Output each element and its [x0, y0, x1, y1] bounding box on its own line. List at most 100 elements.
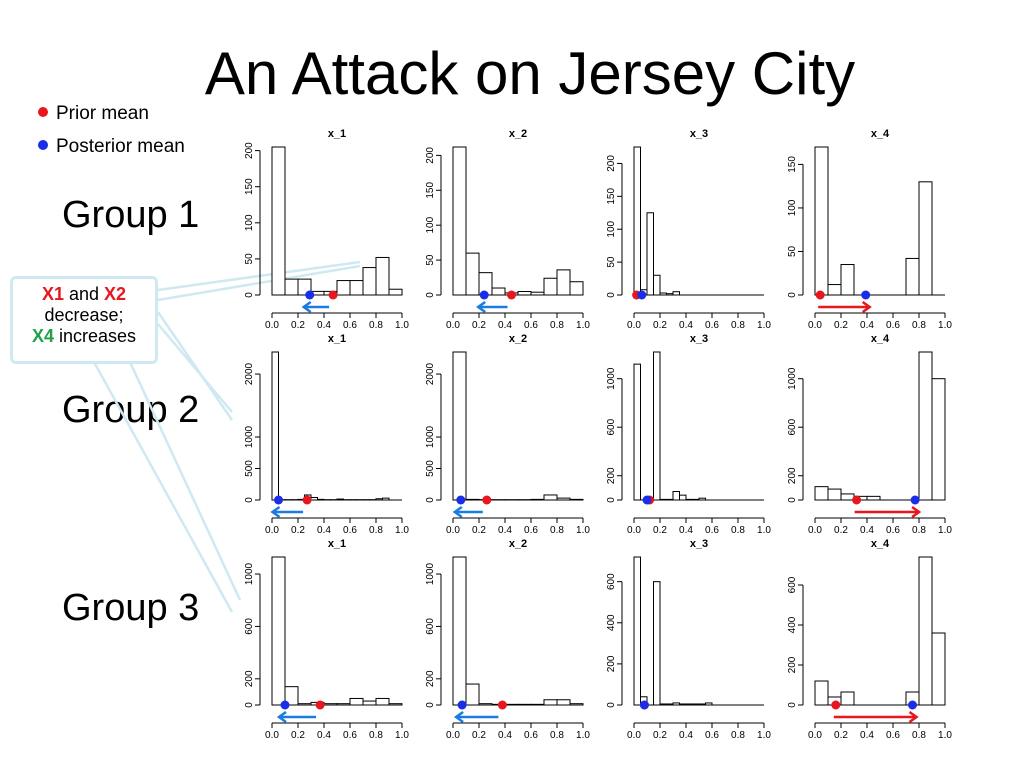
chart-r2-c3-y-tick-label: 200 — [606, 467, 617, 484]
callout-var-x2: X2 — [104, 284, 127, 304]
chart-r1-c3-y-tick-label: 50 — [606, 256, 617, 268]
chart-r2-c4-y-tick-label: 1000 — [787, 367, 798, 390]
chart-r3-c2-y-tick-label: 1000 — [425, 562, 436, 585]
chart-r3-c4-title: x_4 — [871, 538, 890, 550]
chart-r3-c4-y-tick-label: 400 — [787, 616, 798, 633]
chart-r3-c4-x-tick-label: 1.0 — [938, 730, 952, 741]
chart-r1-c4-y-tick-label: 50 — [787, 245, 798, 257]
chart-r1-c3-y-tick-label: 150 — [606, 188, 617, 205]
chart-r2-c2-x-tick-label: 0.4 — [498, 525, 512, 536]
slide-title: An Attack on Jersey City — [204, 40, 856, 107]
chart-r2-c2-prior-mean-dot — [482, 495, 492, 505]
chart-r2-c2-arrow-head — [452, 505, 463, 519]
chart-r3-c4-x-tick-label: 0.2 — [834, 730, 848, 741]
chart-r1-c1-y-tick-label: 200 — [244, 142, 255, 159]
callout-var-x4: X4 — [31, 326, 54, 346]
chart-r3-c1-x-tick-label: 0.2 — [291, 730, 305, 741]
chart-r1-c1-x-tick-label: 0.4 — [317, 320, 331, 331]
chart-r3-c4-y-tick-label: 600 — [787, 576, 798, 593]
chart-r2-c4-bar — [827, 488, 842, 501]
chart-r2-c4-x-tick-label: 0.8 — [912, 525, 926, 536]
chart-r2-c4-bar — [931, 378, 946, 501]
chart-r3-c2-x-tick-label: 0.0 — [446, 730, 460, 741]
chart-r1-c1-y-tick-label: 150 — [244, 178, 255, 195]
group-1-label: Group 1 — [62, 194, 200, 236]
callout-box: X1 and X2 decrease; X4 increases — [10, 276, 158, 364]
chart-r1-c4-arrow-head — [861, 300, 872, 314]
chart-r2-c4-bar — [918, 351, 933, 501]
chart-r1-c3-x-tick-label: 1.0 — [757, 320, 771, 331]
chart-r3-c1-x-tick-label: 0.8 — [369, 730, 383, 741]
chart-r1-c2-x-tick-label: 0.8 — [550, 320, 564, 331]
chart-r1-c3-bar — [646, 212, 654, 296]
chart-r2-c4-prior-mean-dot — [852, 495, 862, 505]
chart-r3-c3-x-tick-label: 0.0 — [627, 730, 641, 741]
chart-r1-c4-title: x_4 — [871, 128, 890, 140]
chart-r1-c3-y-tick-label: 100 — [606, 220, 617, 237]
chart-r1-c3-x-tick-label: 0.4 — [679, 320, 693, 331]
chart-r1-c1-title: x_1 — [328, 128, 346, 140]
chart-r3-c1-x-tick-label: 0.4 — [317, 730, 331, 741]
chart-r1-c2-y-tick-label: 200 — [425, 147, 436, 164]
chart-r3-c3-x-tick-label: 0.2 — [653, 730, 667, 741]
chart-r1-c4-x-tick-label: 0.4 — [860, 320, 874, 331]
chart-r1-c1-bar — [362, 267, 377, 296]
chart-r1-c2-title: x_2 — [509, 128, 527, 140]
chart-r1-c4-bar — [918, 181, 933, 296]
chart-r1-c3-title: x_3 — [690, 128, 708, 140]
chart-r3-c3-y-tick-label: 200 — [606, 655, 617, 672]
chart-r1-c2-prior-mean-dot — [507, 290, 516, 300]
chart-r1-c3-bar — [633, 146, 641, 296]
chart-r3-c1-title: x_1 — [328, 538, 346, 550]
chart-r1-c3-x-tick-label: 0.8 — [731, 320, 745, 331]
red-dot-icon — [38, 107, 48, 117]
chart-r3-c2-arrow-head — [453, 710, 464, 724]
chart-r3-c3-posterior-mean-dot — [639, 700, 649, 710]
chart-r1-c2-x-tick-label: 1.0 — [576, 320, 590, 331]
chart-r2-c3-y-tick-label: 0 — [606, 497, 617, 503]
chart-r3-c3-x-tick-label: 0.8 — [731, 730, 745, 741]
chart-r1-c4-x-tick-label: 1.0 — [938, 320, 952, 331]
chart-r3-c2-bar — [556, 699, 571, 706]
chart-r1-c3-y-tick-label: 0 — [606, 292, 617, 298]
chart-r3-c3-title: x_3 — [690, 538, 708, 550]
chart-r2-c2-x-tick-label: 0.0 — [446, 525, 460, 536]
chart-r2-c1-x-tick-label: 1.0 — [395, 525, 409, 536]
chart-r1-c3-posterior-mean-dot — [637, 290, 647, 300]
chart-r2-c2-x-tick-label: 0.2 — [472, 525, 486, 536]
chart-r2-c3-y-tick-label: 600 — [606, 418, 617, 435]
chart-r2-c3-x-tick-label: 0.8 — [731, 525, 745, 536]
chart-r1-c2-bar — [543, 277, 558, 296]
chart-r1-c1-x-tick-label: 0.2 — [291, 320, 305, 331]
chart-r1-c2-bar — [517, 291, 532, 296]
chart-r3-c1-bar — [349, 697, 364, 706]
chart-r1-c1-arrow-head — [301, 300, 312, 314]
callout-increases: increases — [53, 326, 137, 346]
chart-r3-c1-x-tick-label: 0.6 — [343, 730, 357, 741]
chart-r3-c1-y-tick-label: 0 — [244, 702, 255, 708]
chart-r2-c1-y-tick-label: 2000 — [244, 362, 255, 385]
chart-r1-c2-x-tick-label: 0.6 — [524, 320, 538, 331]
chart-r1-c2-y-tick-label: 0 — [425, 292, 436, 298]
chart-r1-c1-bar — [375, 256, 390, 296]
chart-r2-c3-posterior-mean-dot — [642, 495, 652, 505]
chart-r3-c2-prior-mean-dot — [497, 700, 507, 710]
chart-r2-c3-x-tick-label: 1.0 — [757, 525, 771, 536]
chart-r1-c2-bar — [569, 281, 584, 296]
chart-r3-c3-x-tick-label: 1.0 — [757, 730, 771, 741]
chart-r2-c4-title: x_4 — [871, 333, 890, 345]
chart-r3-c4-arrow-head — [908, 710, 919, 724]
chart-r1-c2-y-tick-label: 150 — [425, 182, 436, 199]
chart-r2-c2-x-tick-label: 1.0 — [576, 525, 590, 536]
chart-r2-c1-y-tick-label: 500 — [244, 460, 255, 477]
chart-r3-c3-x-tick-label: 0.6 — [705, 730, 719, 741]
chart-r2-c2-y-tick-label: 0 — [425, 497, 436, 503]
chart-r3-c4-bar — [931, 632, 946, 706]
chart-r1-c4-bar — [905, 257, 920, 296]
chart-r3-c1-posterior-mean-dot — [280, 700, 290, 710]
chart-r3-c2-x-tick-label: 0.2 — [472, 730, 486, 741]
chart-r1-c2-posterior-mean-dot — [479, 290, 489, 300]
chart-r2-c2-y-tick-label: 1000 — [425, 425, 436, 448]
chart-r3-c1-y-tick-label: 200 — [244, 670, 255, 687]
chart-r1-c1-y-tick-label: 100 — [244, 214, 255, 231]
